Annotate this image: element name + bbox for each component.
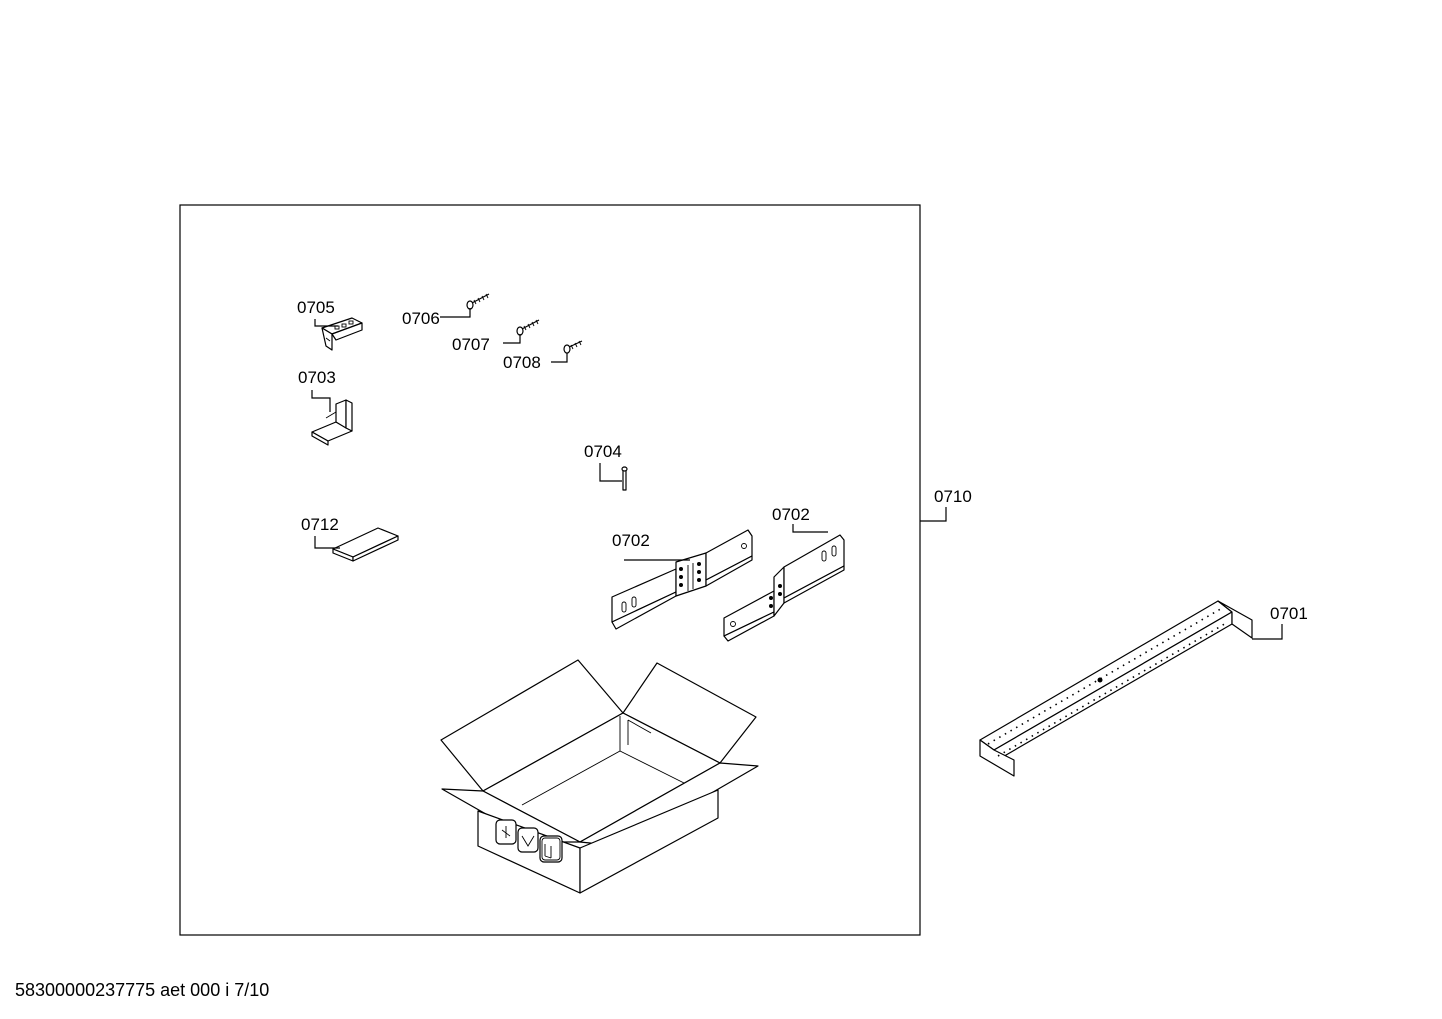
part-0712-plate[interactable] xyxy=(332,527,399,562)
label-0712: 0712 xyxy=(301,515,339,534)
label-0702-b: 0702 xyxy=(772,505,810,524)
label-0708: 0708 xyxy=(503,353,541,372)
part-0707-screw[interactable] xyxy=(516,319,540,336)
label-0707: 0707 xyxy=(452,335,490,354)
part-0701-perforated-bar[interactable] xyxy=(979,600,1253,777)
label-0705: 0705 xyxy=(297,298,335,317)
label-0703: 0703 xyxy=(298,368,336,387)
part-0706-screw[interactable] xyxy=(466,293,490,310)
document-id: 58300000237775 aet 000 i 7/10 xyxy=(15,980,270,1000)
kit-frame xyxy=(179,204,921,936)
part-cardboard-box[interactable] xyxy=(440,659,759,894)
part-0703-angle-bracket[interactable] xyxy=(311,399,353,446)
part-0704-pin[interactable] xyxy=(621,466,628,491)
part-0702-hinge-plate-a[interactable] xyxy=(611,529,753,630)
label-0702-a: 0702 xyxy=(612,531,650,550)
label-0704: 0704 xyxy=(584,442,622,461)
label-0701: 0701 xyxy=(1270,604,1308,623)
part-0708-screw[interactable] xyxy=(563,340,583,354)
part-0705-bracket[interactable] xyxy=(321,317,363,351)
label-0710: 0710 xyxy=(934,487,972,506)
label-0706: 0706 xyxy=(402,309,440,328)
part-0702-hinge-plate-b[interactable] xyxy=(723,534,845,642)
